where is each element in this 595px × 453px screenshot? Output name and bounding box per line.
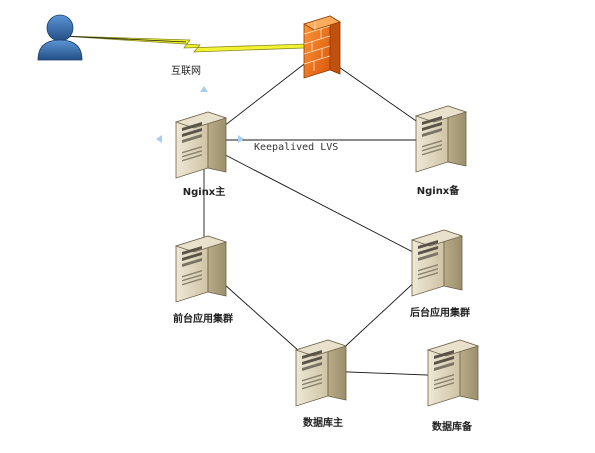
connections bbox=[200, 57, 453, 377]
lightning-link-icon bbox=[61, 35, 309, 53]
firewall-icon bbox=[303, 15, 341, 79]
server-icon-backend bbox=[411, 229, 463, 297]
frontend-cluster-label: 前台应用集群 bbox=[173, 314, 233, 325]
db-main-label: 数据库主 bbox=[303, 418, 343, 429]
server-icon-db-main bbox=[295, 339, 347, 407]
server-icon-nginx-backup bbox=[415, 105, 467, 173]
server-icon-frontend bbox=[175, 235, 227, 303]
backend-cluster-label: 后台应用集群 bbox=[410, 308, 470, 319]
server-icon-nginx-main bbox=[175, 111, 227, 179]
nginx-main-label: Nginx主 bbox=[182, 187, 226, 198]
nginx-backup-label: Nginx备 bbox=[416, 186, 460, 197]
link-nginx-backup-to-firewall bbox=[325, 57, 433, 133]
user-icon bbox=[37, 14, 83, 61]
selection-handles bbox=[156, 86, 244, 143]
keepalived-label: Keepalived LVS bbox=[254, 142, 339, 153]
db-backup-label: 数据库备 bbox=[432, 422, 472, 433]
server-icon-db-backup bbox=[427, 339, 479, 407]
link-backend-to-nginx bbox=[207, 145, 437, 265]
internet-label: 互联网 bbox=[171, 66, 201, 77]
